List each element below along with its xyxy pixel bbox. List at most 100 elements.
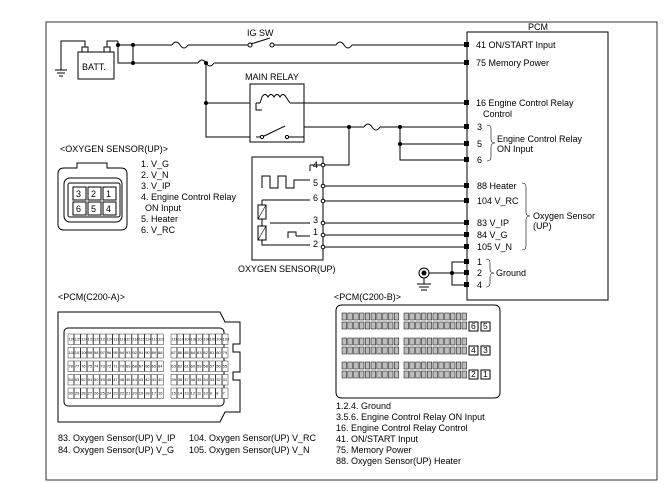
connector-b-pin — [359, 370, 365, 379]
pcm-pin-41: 41 ON/START Input — [476, 40, 556, 50]
connector-a-pin — [86, 387, 94, 399]
battery-box — [77, 51, 115, 80]
connector-a-pin-label: 11 — [197, 391, 202, 396]
connector-b-pin — [461, 370, 467, 379]
connector-b-pin — [347, 337, 353, 346]
connector-b-pin — [359, 346, 365, 355]
connector-a-pin-label: 80 — [216, 350, 221, 355]
connector-b-pin — [438, 346, 444, 355]
connector-b-legend: 1.2.4. Ground 3.5.6. Engine Control Rela… — [336, 401, 485, 466]
connector-a-title: <PCM(C200-A)> — [58, 292, 125, 302]
connector-a-pin-label: 109 — [184, 337, 191, 342]
connector-b-pin — [426, 321, 433, 330]
connector-b-pin — [461, 361, 467, 370]
pcm-pin-105: 105 V_N — [477, 242, 512, 252]
connector-b-pin — [444, 346, 450, 355]
connector-a-pin — [183, 333, 190, 345]
connector-a-pin-label: 29 — [75, 391, 80, 396]
connector-a-pin — [170, 333, 178, 345]
connector-a-pin-label: 73 — [100, 364, 105, 369]
connector-a-pin — [99, 374, 107, 386]
connector-b-pin — [415, 361, 421, 370]
connector-a-pin — [112, 387, 119, 399]
connector-a-pin — [86, 333, 94, 345]
sensor-connector-cells: 3 2 1 6 5 4 — [72, 186, 117, 216]
sensor-pin-3: 3 — [313, 215, 318, 225]
connector-b-pin — [409, 370, 415, 379]
connector-a-pin-label: 95 — [113, 350, 118, 355]
connector-a-pin — [74, 387, 81, 399]
connector-a-pin-label: 52 — [81, 377, 86, 382]
connector-b-pin — [341, 312, 347, 321]
connector-a-pin-label: 9 — [210, 391, 213, 396]
connector-a-pin — [170, 360, 178, 372]
connector-a-pin-label: 105 — [210, 337, 217, 342]
connector-a-pin-label: 64 — [158, 364, 163, 369]
connector-b-pin — [409, 361, 415, 370]
fuse-1 — [171, 41, 189, 49]
connector-a-pin — [93, 333, 100, 345]
connector-b-pin — [409, 346, 415, 355]
connector-a-pin-label: 50 — [94, 377, 99, 382]
connector-b-pin — [438, 312, 444, 321]
connector-b-pin — [450, 361, 456, 370]
connector-b-pin — [403, 337, 409, 346]
svg-text:75. Memory Power: 75. Memory Power — [336, 445, 412, 455]
connector-a-pin — [86, 360, 94, 372]
connector-b-pin — [376, 370, 382, 379]
connector-b-pin — [421, 361, 427, 370]
connector-b-pin — [341, 346, 347, 355]
pcm-pin-16-line2: Control — [483, 109, 512, 119]
connector-b-pin — [432, 346, 438, 355]
connector-b-pin — [376, 337, 382, 346]
connector-a-pin-label: 57 — [210, 364, 215, 369]
connector-a-pin-label: 122 — [94, 337, 101, 342]
connector-b-pin — [382, 346, 388, 355]
svg-text:6: 6 — [471, 321, 476, 331]
pcm-oxygen-label: Oxygen Sensor — [533, 211, 595, 221]
connector-b-pin — [461, 337, 467, 346]
connector-a-pin-label: 59 — [197, 364, 202, 369]
connector-a-pin — [183, 347, 190, 359]
connector-b-pin — [415, 312, 421, 321]
connector-a-pin-label: 46 — [120, 377, 125, 382]
connector-b-pin — [347, 361, 353, 370]
oxygen-sensor-label: OXYGEN SENSOR(UP) — [238, 264, 336, 274]
svg-text:88. Oxygen Sensor(UP) Heater: 88. Oxygen Sensor(UP) Heater — [336, 456, 461, 466]
connector-a-pin — [80, 374, 87, 386]
svg-text:1: 1 — [106, 189, 111, 199]
connector-b-pin — [455, 370, 462, 379]
connector-a-pin-label: 13 — [184, 391, 189, 396]
connector-b-pin — [382, 337, 388, 346]
connector-a-pin-label: 27 — [88, 391, 93, 396]
connector-a-pin-label: 51 — [88, 377, 93, 382]
svg-text:6: 6 — [76, 204, 81, 214]
ig-sw-label: IG SW — [247, 28, 274, 38]
pcm-relay-input-label: Engine Control Relay — [497, 134, 583, 144]
connector-a-pin-label: 79 — [223, 350, 228, 355]
connector-a-pin-label: 23 — [113, 391, 118, 396]
connector-a-pin — [67, 333, 75, 345]
connector-a-pin — [202, 387, 210, 399]
connector-a-pin — [202, 360, 210, 372]
connector-a-pin-label: 8 — [216, 391, 219, 396]
connector-a-pin-label: 37 — [184, 377, 189, 382]
connector-b-pin — [438, 337, 444, 346]
sensor-pin-1: 1 — [313, 227, 318, 237]
battery-label: BATT. — [82, 62, 106, 72]
connector-b-pin — [415, 346, 421, 355]
connector-a-pin-label: 60 — [191, 364, 196, 369]
connector-a-pin-label: 106 — [203, 337, 210, 342]
connector-a-pin — [209, 387, 216, 399]
connector-b-pin — [388, 346, 394, 355]
connector-a-pin-label: 116 — [132, 337, 139, 342]
connector-a-pin-label: 69 — [126, 364, 131, 369]
connector-a-pin-label: 114 — [145, 337, 152, 342]
connector-a-pin-label: 55 — [223, 364, 228, 369]
connector-a-pin-label: 16 — [158, 391, 163, 396]
battery-ground-symbol — [55, 69, 67, 77]
connector-b-pin — [382, 321, 388, 330]
connector-a-pin-label: 75 — [88, 364, 93, 369]
sensor-pin-2: 2 — [313, 239, 318, 249]
connector-a-legend: 83. Oxygen Sensor(UP) V_IP 104. Oxygen S… — [58, 433, 317, 455]
